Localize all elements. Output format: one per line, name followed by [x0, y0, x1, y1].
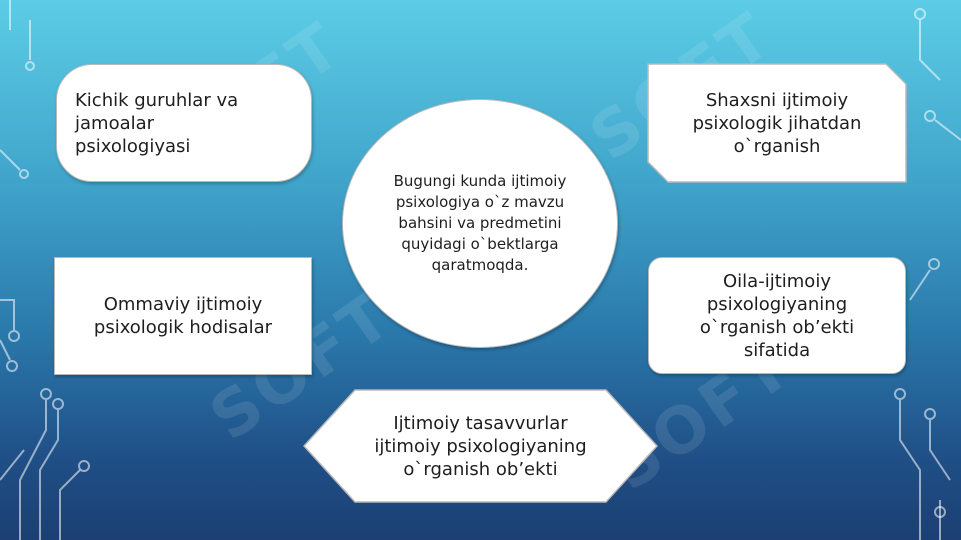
center-circle: Bugungi kunda ijtimoiy psixologiya o`z m…: [342, 99, 618, 348]
middle-left-box: Ommaviy ijtimoiy psixologik hodisalar: [54, 257, 312, 375]
middle-right-text: Oila-ijtimoiy psixologiyaning o`rganish …: [699, 270, 855, 361]
center-text: Bugungi kunda ijtimoiy psixologiya o`z m…: [393, 172, 567, 274]
middle-right-box: Oila-ijtimoiy psixologiyaning o`rganish …: [648, 257, 906, 374]
top-right-text: Shaxsni ijtimoiy psixologik jihatdan o`r…: [692, 89, 862, 157]
top-right-box: Shaxsni ijtimoiy psixologik jihatdan o`r…: [648, 64, 906, 182]
middle-left-text: Ommaviy ijtimoiy psixologik hodisalar: [93, 294, 273, 338]
top-left-box: Kichik guruhlar va jamoalar psixologiyas…: [56, 64, 312, 182]
bottom-center-text: Ijtimoiy tasavvurlar ijtimoiy psixologiy…: [374, 412, 587, 480]
bottom-hexagon-box: Ijtimoiy tasavvurlar ijtimoiy psixologiy…: [304, 390, 657, 502]
top-left-text: Kichik guruhlar va jamoalar psixologiyas…: [75, 89, 239, 157]
